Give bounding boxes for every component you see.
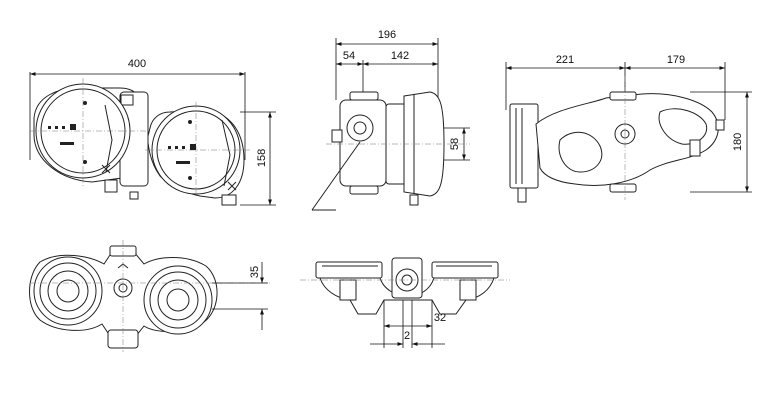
top-right-outlet (459, 279, 477, 301)
right-label-strip (221, 119, 231, 187)
front-width-dimension: 400 (128, 58, 146, 70)
right-x-mark (227, 181, 237, 191)
leader-line (311, 141, 361, 211)
bottom-right-ring-outer (143, 265, 213, 335)
rear-bottom-cable (517, 187, 527, 203)
rear-upper-volute (658, 108, 708, 145)
left-label-strip (104, 104, 113, 173)
side-left-dimension: 54 (343, 50, 355, 62)
bottom-left-ring-outer (33, 256, 103, 326)
rear-bottom-flange (609, 183, 637, 193)
side-connector (409, 194, 419, 206)
side-port-inner (353, 121, 367, 135)
side-port-outer (346, 114, 374, 142)
bottom-view: 35 (29, 240, 270, 352)
bottom-height-dimension: 35 (249, 266, 261, 278)
rear-lower-volute (558, 131, 603, 173)
bottom-connector (221, 194, 237, 206)
top-view: 32 2 (300, 257, 510, 348)
rear-left-dimension: 221 (556, 54, 574, 66)
top-port (120, 94, 134, 106)
top-gap-dimension: 2 (404, 330, 410, 342)
rear-view: 221 179 180 (505, 54, 752, 203)
top-right-head (431, 261, 499, 279)
front-height-dimension: 158 (256, 149, 268, 167)
pump-housing-side (339, 99, 387, 187)
front-view: 400 158 (29, 58, 276, 206)
rear-top-flange (609, 91, 637, 101)
rear-motor-block (509, 103, 539, 189)
bottom-port (104, 179, 118, 193)
side-nozzle (331, 129, 343, 143)
top-left-head (315, 261, 383, 279)
rear-side-boss (689, 139, 701, 157)
rear-right-connector (715, 119, 725, 131)
left-x-mark (101, 164, 111, 174)
top-offset-dimension: 32 (434, 312, 446, 324)
rear-height-dimension: 180 (732, 133, 744, 151)
rear-right-dimension: 179 (667, 54, 685, 66)
connector-tab (129, 191, 139, 200)
top-left-outlet (339, 279, 357, 301)
side-view: 196 54 142 58 (311, 29, 470, 211)
top-flange (349, 91, 379, 101)
bottom-flange (349, 185, 379, 195)
side-total-dimension: 196 (378, 29, 396, 41)
side-right-dimension: 142 (391, 50, 409, 62)
